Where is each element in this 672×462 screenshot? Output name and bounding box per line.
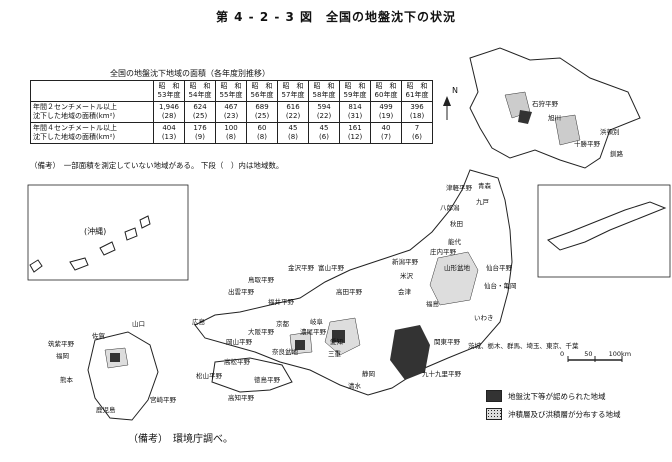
place-label: 鹿児島 xyxy=(96,406,116,414)
kanto-subsidence xyxy=(390,325,430,380)
place-label: 新潟平野 xyxy=(392,258,418,266)
table-cell: 100(8) xyxy=(215,122,247,144)
place-label: 青森 xyxy=(478,182,491,190)
place-label: 宮崎平野 xyxy=(150,396,176,404)
shikoku-shape xyxy=(211,357,293,393)
table-cell: 45(6) xyxy=(308,122,340,144)
place-label: 米沢 xyxy=(400,272,413,280)
place-label: 九戸 xyxy=(476,198,489,206)
hokkaido-shape xyxy=(469,47,641,169)
table-cell: 176(9) xyxy=(184,122,216,144)
place-label: 佐賀 xyxy=(92,332,105,340)
place-label: 津軽平野 xyxy=(446,184,472,192)
scale-labels: 0 50 100km xyxy=(560,350,632,358)
place-label: 徳島平野 xyxy=(254,376,280,384)
place-label: 鳥取平野 xyxy=(248,276,274,284)
alluvial-swatch xyxy=(486,408,502,420)
inset-map-frame xyxy=(537,184,671,278)
place-label: 京都 xyxy=(276,320,289,328)
place-label: 仙台平野 xyxy=(486,264,512,272)
compass-label: N xyxy=(452,86,458,95)
table-cell: 404(13) xyxy=(153,122,185,144)
row-label: 年間４センチメートル以上沈下した地域の面積(km²) xyxy=(30,122,154,144)
place-label: 岡山平野 xyxy=(226,338,252,346)
place-label: 出雲平野 xyxy=(228,288,254,296)
place-label: 熊本 xyxy=(60,376,73,384)
place-label: 十勝平野 xyxy=(574,140,600,148)
place-label: 金沢平野 xyxy=(288,264,314,272)
table-row: 年間４センチメートル以上沈下した地域の面積(km²) 404(13) 176(9… xyxy=(30,122,433,144)
map-legend: 地盤沈下等が認められた地域 沖積層及び洪積層が分布する地域 xyxy=(486,390,621,426)
table-cell: 7(6) xyxy=(401,122,433,144)
place-label: いわき xyxy=(474,314,494,322)
place-label: 能代 xyxy=(448,238,461,246)
place-label: 三重 xyxy=(328,350,341,358)
honshu-shape xyxy=(194,169,513,396)
okinawa-label: (沖縄) xyxy=(84,227,107,236)
place-label: 山口 xyxy=(132,320,145,328)
place-label: 山形盆地 xyxy=(444,264,470,272)
table-caption: 全国の地盤沈下地域の面積（各年度別推移） xyxy=(110,69,270,78)
place-label: 清水 xyxy=(348,382,361,390)
place-label: 庄内平野 xyxy=(430,248,456,256)
place-label: 筑紫平野 xyxy=(48,340,74,348)
place-label: 愛知 xyxy=(330,338,343,346)
place-label: 奈良盆地 xyxy=(272,348,298,356)
table-cell: 396(18) xyxy=(401,101,433,123)
place-label: 八郎潟 xyxy=(440,204,460,212)
table-cell: 161(12) xyxy=(339,122,371,144)
place-label: 旭川 xyxy=(548,114,561,122)
place-label: 高松平野 xyxy=(224,358,250,366)
place-label: 濃尾平野 xyxy=(300,328,326,336)
place-label: 九十九里平野 xyxy=(422,370,461,378)
okinawa-islands xyxy=(29,215,151,273)
place-label: 高田平野 xyxy=(336,288,362,296)
scale-bar xyxy=(567,356,623,362)
page-title: 第 4 - 2 - 3 図 全国の地盤沈下の状況 xyxy=(215,10,457,24)
place-label: 石狩平野 xyxy=(532,100,558,108)
table-note: （備考） 一部面積を測定していない地域がある。 下段（ ）内は地域数。 xyxy=(30,161,284,170)
north-arrow-icon xyxy=(443,96,451,120)
place-label: 福井平野 xyxy=(268,298,294,306)
place-label: 福島 xyxy=(426,300,439,308)
subsidence-swatch xyxy=(486,390,502,402)
place-label: 福岡 xyxy=(56,352,69,360)
legend-item: 沖積層及び洪積層が分布する地域 xyxy=(486,408,621,420)
place-label: 関東平野 xyxy=(434,338,460,346)
place-label: 茨城、栃木、群馬、埼玉、東京、千葉 xyxy=(468,342,579,350)
place-label: 松山平野 xyxy=(196,372,222,380)
place-label: 仙台・亀岡 xyxy=(484,282,517,290)
place-label: 広島 xyxy=(192,318,205,326)
source-note: （備考） 環境庁調べ。 xyxy=(128,434,233,445)
place-label: 秋田 xyxy=(450,220,463,228)
place-label: 会津 xyxy=(398,288,411,296)
place-label: 岐阜 xyxy=(310,318,323,326)
place-label: 富山平野 xyxy=(318,264,344,272)
place-label: 釧路 xyxy=(610,150,623,158)
legend-item: 地盤沈下等が認められた地域 xyxy=(486,390,621,402)
place-label: 浜頓別 xyxy=(600,128,620,136)
place-label: 静岡 xyxy=(362,370,375,378)
table-cell: 616(22) xyxy=(277,101,309,123)
okinawa-inset-frame xyxy=(27,184,189,281)
place-label: 高知平野 xyxy=(228,394,254,402)
place-label: 大阪平野 xyxy=(248,328,274,336)
